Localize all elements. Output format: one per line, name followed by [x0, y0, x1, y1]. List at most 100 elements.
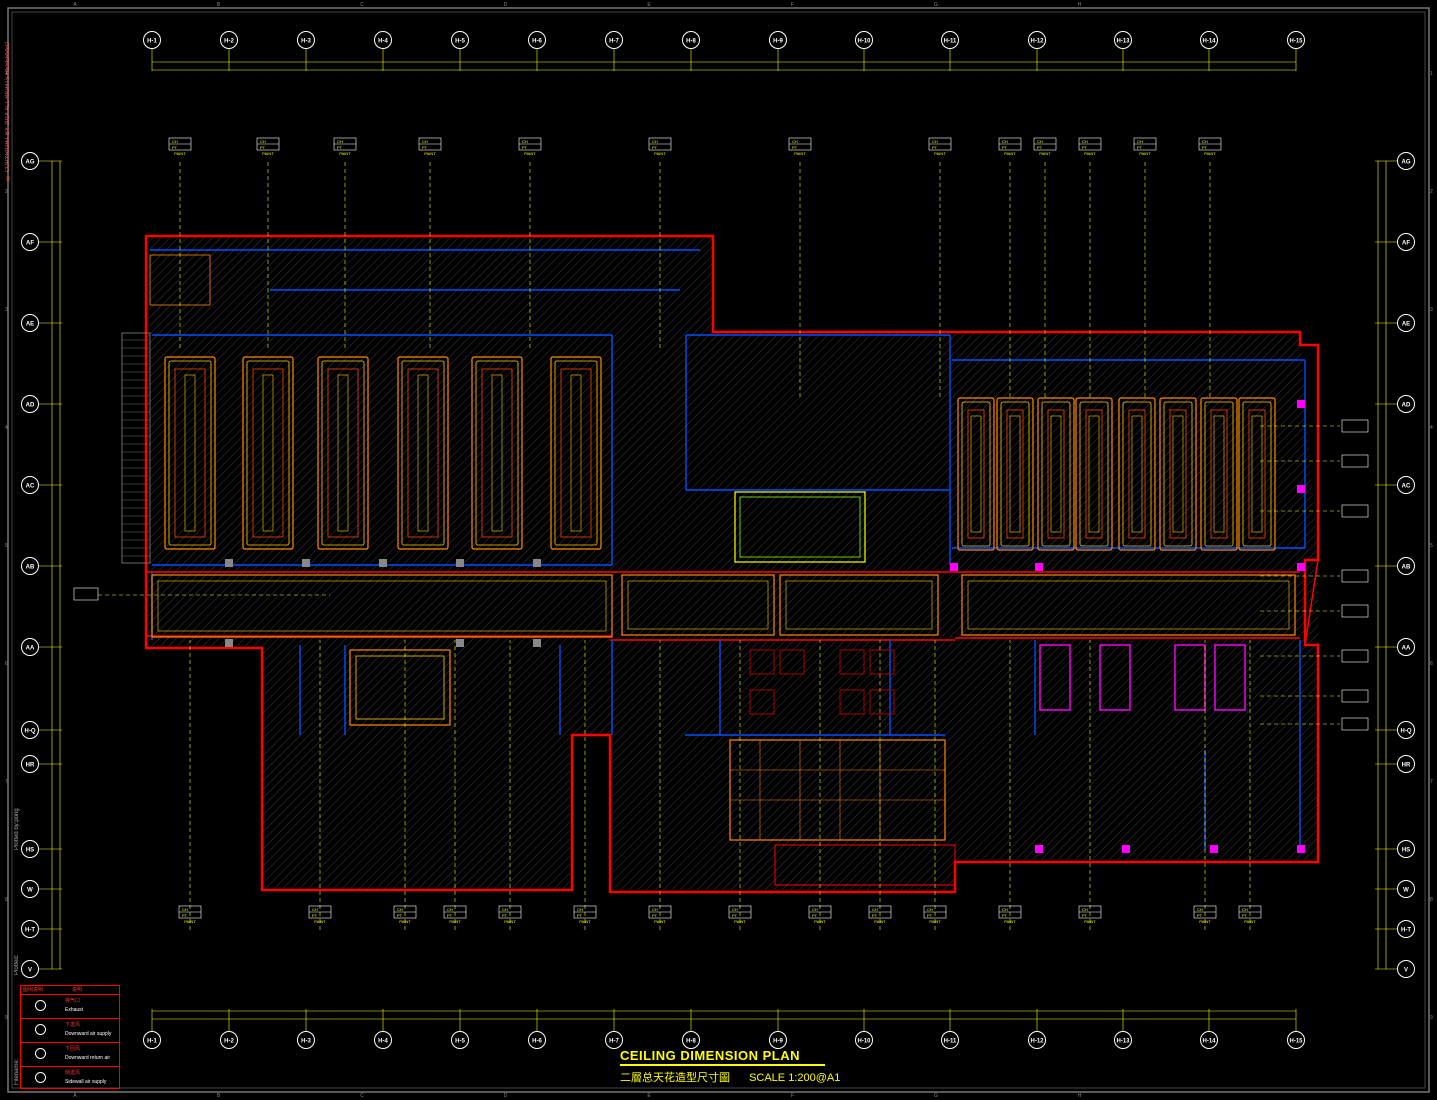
- exterior-wall: [144, 234, 1320, 894]
- grid-row-right-bubble: [1397, 840, 1415, 858]
- grid-col-bottom-label: H-10: [857, 1039, 871, 1045]
- ceiling-light-trough-spine: [1251, 415, 1263, 533]
- tag-ch: CH: [812, 907, 818, 912]
- grid-col-bottom-label: H-6: [532, 1039, 542, 1045]
- grid-layer: H-1H-1H-2H-2H-3H-3H-4H-4H-5H-5H-6H-6H-7H…: [21, 31, 1415, 1049]
- ceiling-light-trough-spine: [491, 374, 503, 532]
- tag-ch: CH: [872, 907, 878, 912]
- border-letter-top: A: [73, 2, 77, 8]
- ceiling-light-trough-spine: [1172, 415, 1184, 533]
- tag-ch: CH: [1082, 907, 1088, 912]
- ceiling-light-trough-inner: [246, 360, 290, 546]
- border-number-left: 6: [5, 661, 8, 667]
- ceiling-light-trough: [242, 356, 294, 550]
- grid-col-top-label: H-6: [532, 39, 542, 45]
- ceiling-light-trough-core: [1085, 409, 1103, 539]
- grid-col-bottom-bubble: [605, 1031, 623, 1049]
- grid-row-left-label: W: [27, 888, 33, 894]
- tag-ch: CH: [502, 907, 508, 912]
- grid-row-left-label: AB: [26, 565, 35, 571]
- grid-row-right-label: AF: [1402, 241, 1410, 247]
- grid-col-top-label: H-10: [857, 39, 871, 45]
- ceiling-light-trough: [1238, 397, 1276, 551]
- tag-paint: PAINT: [1204, 151, 1216, 156]
- grid-col-bottom-label: H-2: [224, 1039, 234, 1045]
- tag-pt: PT: [447, 913, 453, 918]
- border-letter-top: C: [360, 2, 364, 8]
- column: [379, 559, 387, 567]
- column-marker: [1122, 845, 1130, 853]
- grid-col-bottom-label: H-4: [378, 1039, 388, 1045]
- border-letter-bottom: F: [791, 1093, 794, 1099]
- grid-row-right-label: H-T: [1401, 928, 1411, 934]
- tag-pt: PT: [397, 913, 403, 918]
- grid-col-bottom-bubble: [941, 1031, 959, 1049]
- ceiling-light-trough-core: [1128, 409, 1146, 539]
- grid-col-top-label: H-8: [686, 39, 696, 45]
- tag-ch: CH: [792, 139, 798, 144]
- ceiling-light-trough: [1200, 397, 1238, 551]
- lower-room: [774, 844, 956, 886]
- grid-col-top-bubble: [1028, 31, 1046, 49]
- ceiling-light-trough-spine: [570, 374, 582, 532]
- grid-col-bottom-label: H-12: [1030, 1039, 1044, 1045]
- corridor-ceiling-panel-inner: [967, 580, 1290, 630]
- ceiling-tag-layer: CHPTPAINTCHPTPAINTCHPTPAINTCHPTPAINTCHPT…: [73, 137, 1369, 930]
- title-underline: [620, 1064, 825, 1066]
- corridor-ceiling-panel: [621, 574, 775, 636]
- tag-pt: PT: [732, 913, 738, 918]
- column: [456, 639, 464, 647]
- tag-pt: PT: [1082, 145, 1088, 150]
- border-letter-top: G: [934, 2, 938, 8]
- tag-box-right: [1341, 569, 1369, 583]
- ceiling-light-trough-core: [1210, 409, 1228, 539]
- grid-row-left-bubble: [21, 960, 39, 978]
- tag-ch: CH: [447, 907, 453, 912]
- grid-row-left-bubble: [21, 233, 39, 251]
- tag-ch: CH: [312, 907, 318, 912]
- tag-ch: CH: [1037, 139, 1043, 144]
- grid-row-left-bubble: [21, 557, 39, 575]
- column: [533, 559, 541, 567]
- outer-frame: [7, 7, 1430, 1093]
- column-marker: [1297, 563, 1305, 571]
- grid-col-bottom-bubble: [528, 1031, 546, 1049]
- ceiling-light-trough-spine: [417, 374, 429, 532]
- tag-ch: CH: [732, 907, 738, 912]
- grid-col-top-bubble: [855, 31, 873, 49]
- border-number-left: 4: [5, 425, 8, 431]
- tag-pt: PT: [502, 913, 508, 918]
- grid-col-top-bubble: [451, 31, 469, 49]
- tag-pt: PT: [1137, 145, 1143, 150]
- ceiling-light-trough-inner: [401, 360, 445, 546]
- border-letter-top: H: [1078, 2, 1082, 8]
- grid-col-top-label: H-11: [944, 39, 957, 45]
- grid-col-top-bubble: [1287, 31, 1305, 49]
- grid-col-top-label: H-5: [455, 39, 465, 45]
- copyright-note: © COPYRIGHT BY 2014 ALL RIGHTS RESERVED: [5, 41, 11, 181]
- border-letter-bottom: C: [360, 1093, 364, 1099]
- corridor-ceiling-panel: [151, 574, 613, 638]
- grid-col-top-label: H-14: [1202, 39, 1216, 45]
- tag-ch: CH: [1002, 907, 1008, 912]
- tag-paint: PAINT: [262, 151, 274, 156]
- tag-paint: PAINT: [174, 151, 186, 156]
- border-number-right: 7: [1430, 779, 1433, 785]
- grid-row-left-bubble: [21, 755, 39, 773]
- grid-row-left-bubble: [21, 840, 39, 858]
- lift-shaft: [839, 689, 865, 715]
- ceiling-light-trough: [317, 356, 369, 550]
- ceiling-light-trough: [1118, 397, 1156, 551]
- tag-paint: PAINT: [399, 919, 411, 924]
- tag-paint: PAINT: [934, 151, 946, 156]
- grid-col-bottom-bubble: [1028, 1031, 1046, 1049]
- grid-col-bottom-label: H-9: [773, 1039, 783, 1045]
